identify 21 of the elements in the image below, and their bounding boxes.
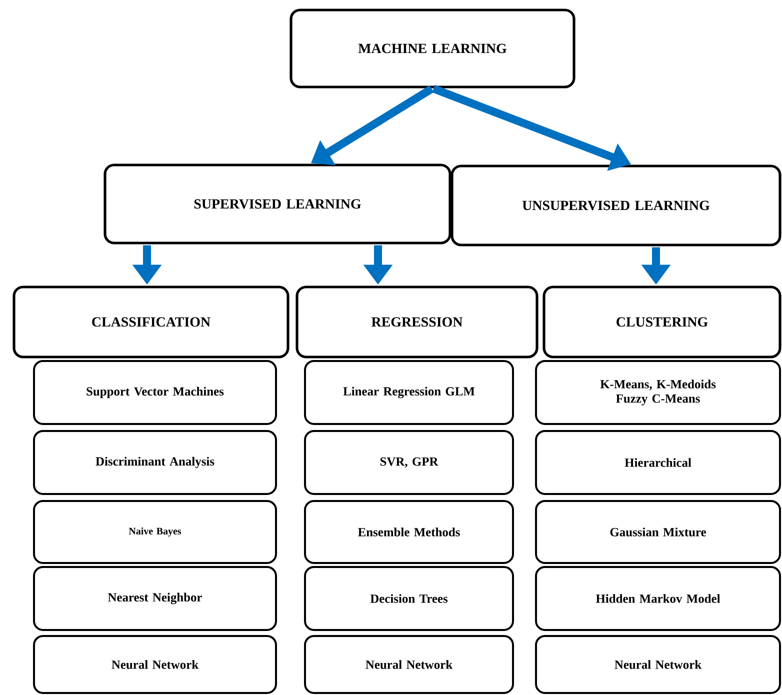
method-box: CLASSIFICATION: [12, 286, 290, 358]
algorithm-box: Discriminant Analysis: [33, 430, 277, 495]
algorithm-box: Support Vector Machines: [33, 360, 277, 425]
category-box: UNSUPERVISED LEARNING: [450, 164, 782, 246]
algorithm-box: Hidden Markov Model: [535, 566, 781, 631]
algorithm-box: Decision Trees: [304, 566, 514, 631]
root-box: MACHINE LEARNING: [290, 8, 576, 88]
category-box: SUPERVISED LEARNING: [104, 164, 452, 244]
algorithm-box: Linear Regression GLM: [304, 360, 514, 425]
algorithm-box: Gaussian Mixture: [535, 500, 781, 564]
algorithm-box: Naive Bayes: [33, 500, 277, 564]
algorithm-box: Nearest Neighbor: [33, 566, 277, 631]
method-box: REGRESSION: [296, 286, 538, 358]
algorithm-box: Neural Network: [304, 634, 514, 694]
algorithm-box: Neural Network: [33, 634, 277, 694]
algorithm-box: Neural Network: [535, 634, 781, 694]
method-box: CLUSTERING: [542, 286, 782, 358]
algorithm-box: Hierarchical: [535, 430, 781, 495]
algorithm-box: Ensemble Methods: [304, 500, 514, 564]
algorithm-box: K-Means, K-Medoids Fuzzy C-Means: [535, 360, 781, 425]
algorithm-box: SVR, GPR: [304, 430, 514, 495]
